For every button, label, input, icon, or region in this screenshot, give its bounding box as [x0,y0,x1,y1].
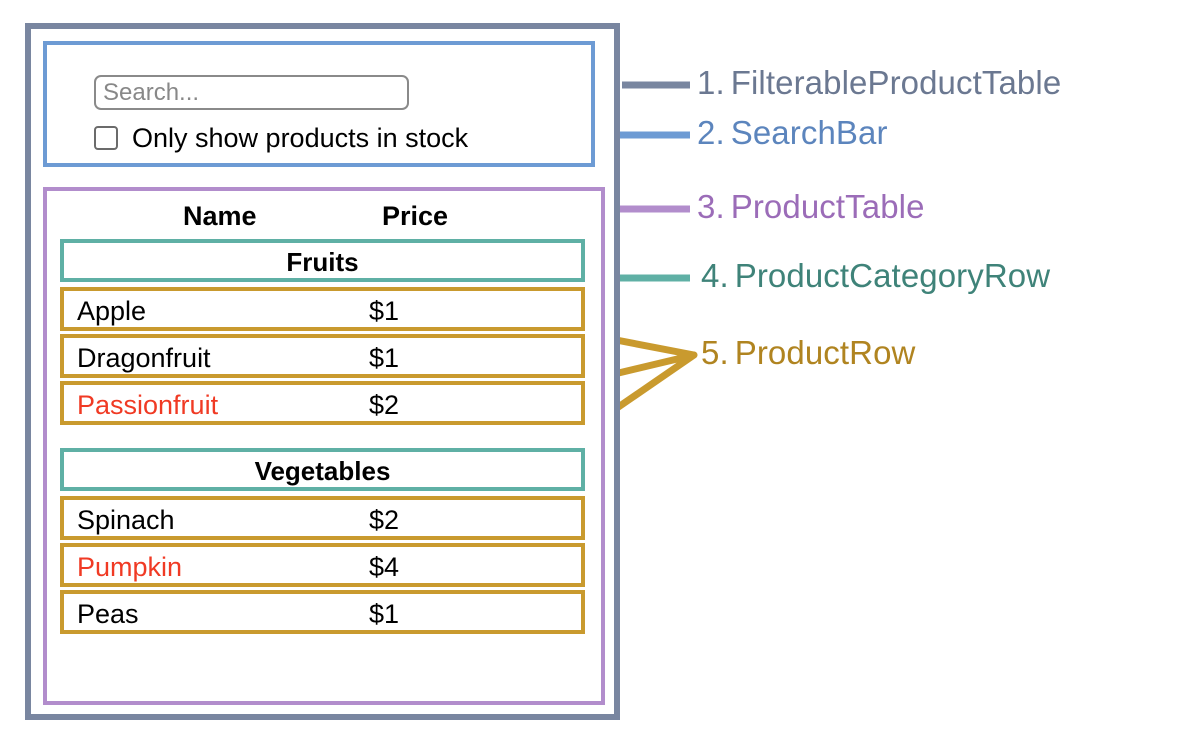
annotation-number: 3. [697,188,725,225]
in-stock-checkbox-label: Only show products in stock [132,123,469,153]
product-row-name: Dragonfruit [77,343,211,373]
product-category-label: Fruits [286,247,359,277]
product-row: Spinach $2 [60,496,585,540]
product-category-row: Vegetables [60,448,585,491]
in-stock-checkbox[interactable] [94,126,118,150]
product-table-box: Name Price Fruits Apple $1 Dragonfruit $… [43,187,605,705]
product-row-price: $2 [369,390,400,420]
category-group-spacer [60,428,591,448]
in-stock-filter-row[interactable]: Only show products in stock [94,124,468,152]
annotation-search-bar: 2.SearchBar [697,114,888,152]
annotation-label: SearchBar [730,114,888,151]
product-table-header: Name Price [60,195,585,239]
product-row-price: $1 [369,343,400,373]
annotation-label: FilterableProductTable [730,64,1062,101]
product-category-row: Fruits [60,239,585,282]
annotation-number: 4. [701,257,729,294]
product-row: Dragonfruit $1 [60,334,585,378]
product-row: Peas $1 [60,590,585,634]
annotation-product-category-row: 4.ProductCategoryRow [701,257,1050,295]
product-row-name: Passionfruit [77,390,219,420]
annotation-label: ProductRow [734,334,916,371]
search-input[interactable]: Search... [94,75,409,110]
annotation-number: 1. [697,64,725,101]
product-row-name: Pumpkin [77,552,183,582]
product-row-price: $1 [369,296,400,326]
annotation-number: 5. [701,334,729,371]
product-row-name: Apple [77,296,147,326]
product-row-price: $1 [369,599,400,629]
product-row-price: $2 [369,505,400,535]
product-row-name: Spinach [77,505,175,535]
product-row: Pumpkin $4 [60,543,585,587]
annotation-number: 2. [697,114,725,151]
product-category-label: Vegetables [254,456,391,486]
column-header-price: Price [382,201,449,231]
product-row: Apple $1 [60,287,585,331]
annotation-product-table: 3.ProductTable [697,188,925,226]
annotation-label: ProductCategoryRow [734,257,1051,294]
annotation-filterable-product-table: 1.FilterableProductTable [697,64,1061,102]
product-row-name: Peas [77,599,139,629]
annotation-label: ProductTable [730,188,925,225]
column-header-name: Name [183,201,257,231]
product-row: Passionfruit $2 [60,381,585,425]
search-bar-box: Search... Only show products in stock [43,41,595,167]
product-table-inner: Name Price Fruits Apple $1 Dragonfruit $… [60,195,591,637]
annotation-product-row: 5.ProductRow [701,334,915,372]
product-row-price: $4 [369,552,400,582]
